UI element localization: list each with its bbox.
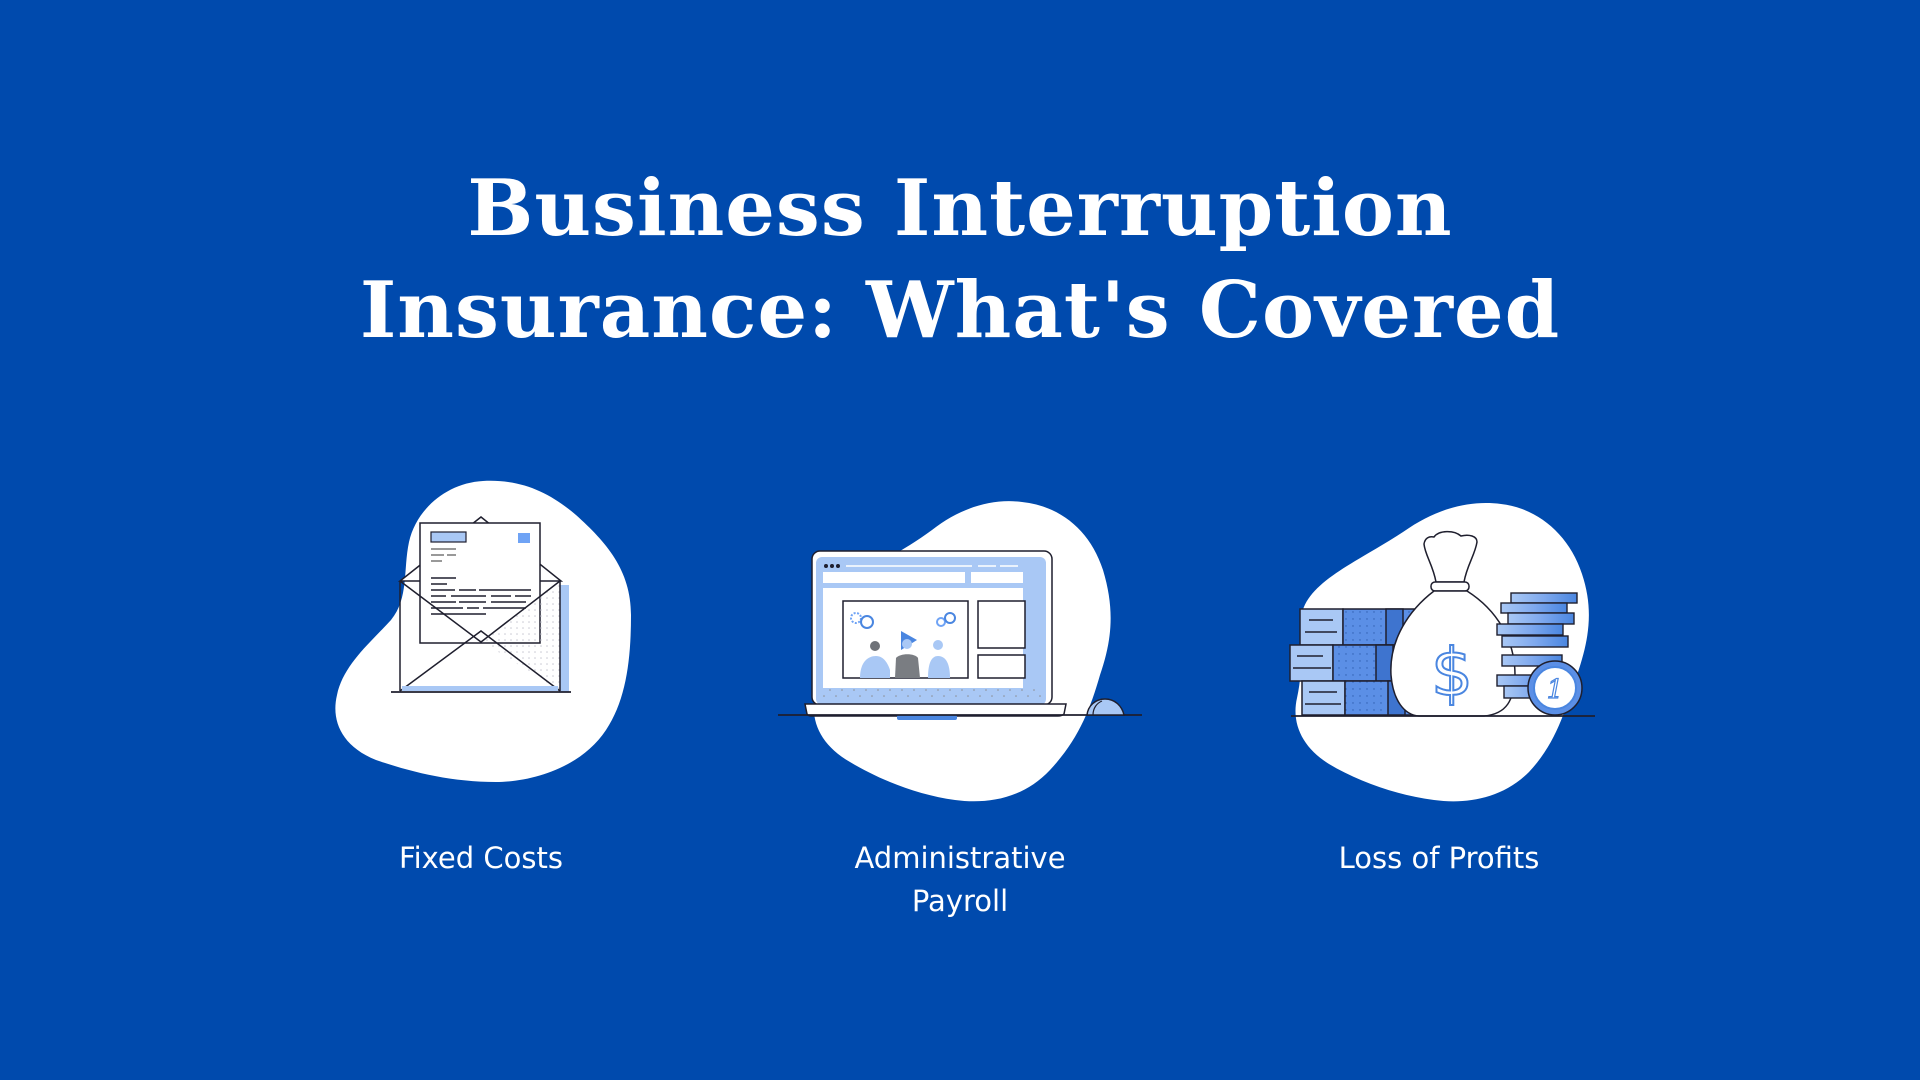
coverage-card-loss-of-profits: $ 1 Loss of Profits	[1239, 470, 1639, 950]
page-title: Business Interruption Insurance: What's …	[0, 158, 1920, 362]
coin-number: 1	[1547, 675, 1564, 705]
coverage-label: Loss of Profits	[1239, 837, 1639, 880]
laptop-video-icon	[778, 501, 1142, 802]
coverage-label-line-2: Payroll	[911, 884, 1009, 918]
money-bag-coins-icon: $ 1	[1289, 503, 1595, 802]
mouse-icon	[1086, 698, 1125, 716]
coverage-card-fixed-costs: Fixed Costs	[281, 470, 681, 950]
coverage-label: Administrative Payroll	[760, 837, 1160, 923]
dollar-sign-icon: $	[1431, 634, 1473, 711]
title-line-1: Business Interruption	[467, 163, 1453, 254]
title-line-2: Insurance: What's Covered	[359, 265, 1561, 356]
coverage-label-line-1: Loss of Profits	[1338, 841, 1540, 875]
envelope-letter-icon	[335, 480, 631, 782]
coverage-label-line-1: Administrative	[854, 841, 1066, 875]
coverage-card-administrative-payroll: Administrative Payroll	[760, 470, 1160, 950]
coverage-label-line-1: Fixed Costs	[399, 841, 563, 875]
coverage-label: Fixed Costs	[281, 837, 681, 880]
